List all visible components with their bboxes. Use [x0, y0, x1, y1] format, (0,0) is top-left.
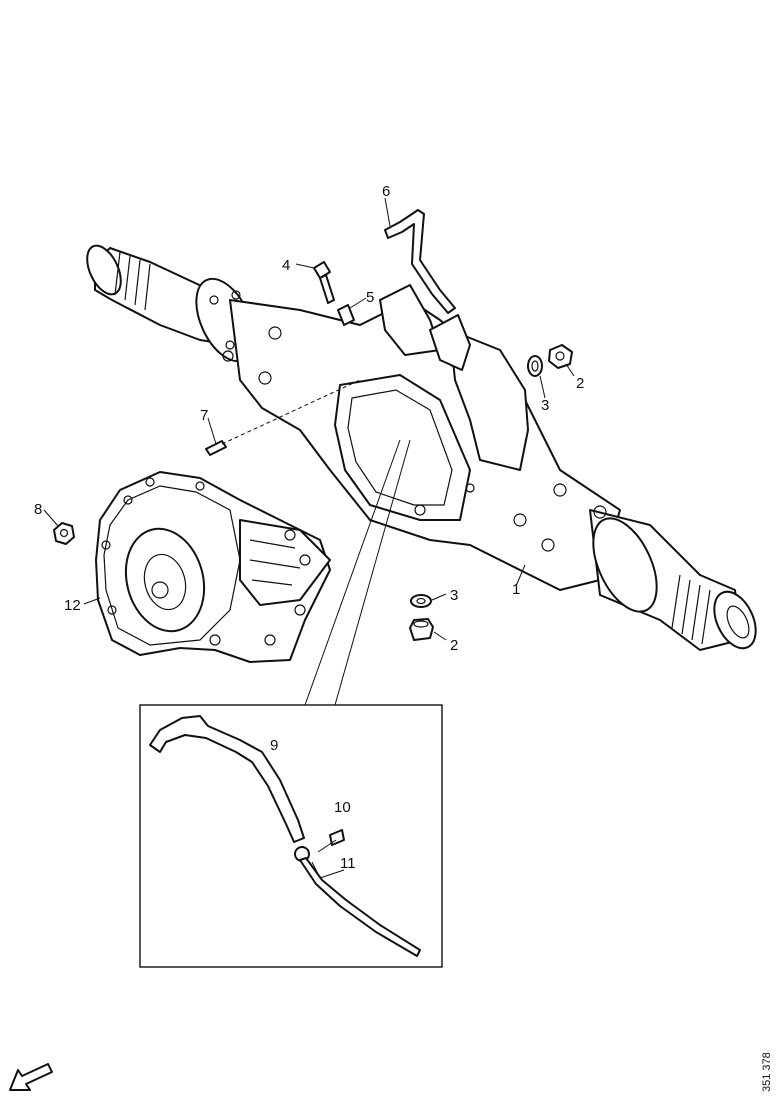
callout-6: 6	[382, 183, 390, 200]
washer-lower	[410, 594, 432, 608]
callout-2a: 2	[576, 375, 584, 392]
breather-bolt	[313, 261, 335, 304]
callout-7: 7	[200, 407, 208, 424]
differential-carrier	[95, 471, 331, 663]
callout-3b: 3	[450, 587, 458, 604]
leader-lines	[43, 197, 575, 706]
bolt-detail	[317, 829, 345, 853]
callout-8: 8	[34, 501, 42, 518]
callout-labels: 1 2 3 3 2 4 5 6 7 8 12 9 10 11	[34, 183, 584, 872]
callout-1: 1	[512, 581, 520, 598]
bracket-tube	[294, 846, 421, 957]
nut-lower	[409, 618, 434, 641]
callout-5: 5	[366, 289, 374, 306]
washer-upper	[527, 355, 543, 377]
callout-11: 11	[340, 855, 356, 872]
stud	[205, 440, 227, 456]
callout-9: 9	[270, 737, 278, 754]
callout-12: 12	[64, 597, 81, 614]
breather-pipe	[384, 209, 456, 314]
callout-4: 4	[282, 257, 290, 274]
nut-upper	[548, 344, 573, 369]
axle-housing	[86, 244, 757, 651]
vent-hose	[149, 715, 305, 843]
nut-left	[53, 522, 75, 545]
callout-10: 10	[334, 799, 351, 816]
direction-arrow-icon	[9, 1063, 53, 1091]
breather-fitting	[337, 304, 355, 326]
callout-3a: 3	[541, 397, 549, 414]
callout-2b: 2	[450, 637, 458, 654]
drawing-code: 351 378	[761, 1052, 773, 1092]
